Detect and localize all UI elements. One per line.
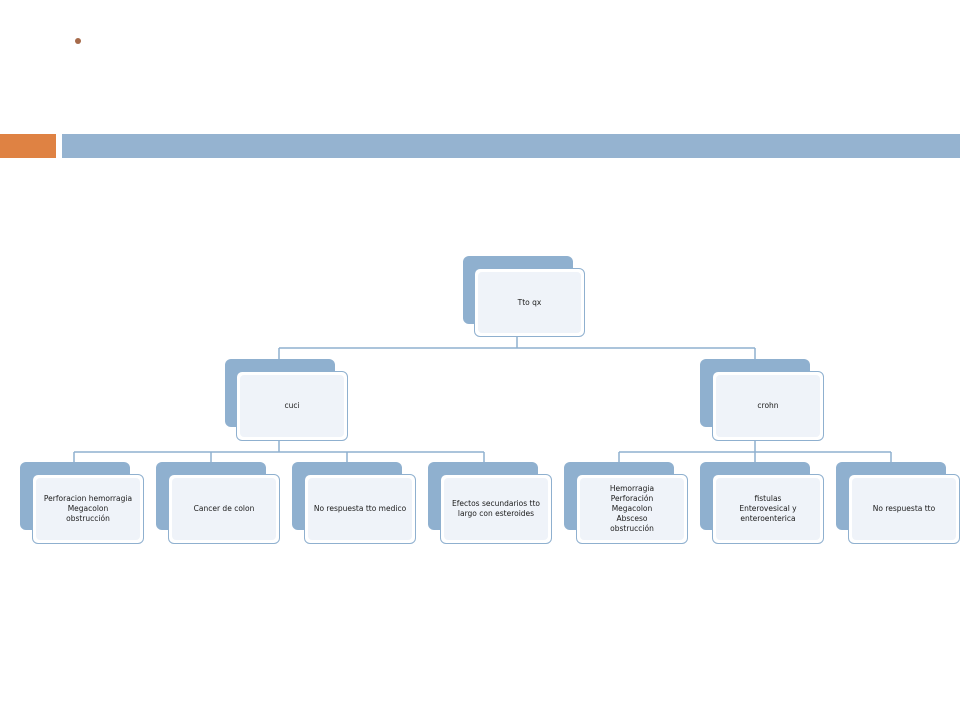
node-crohn-label: crohn [757, 401, 779, 410]
node-root-label: Tto qx [517, 297, 542, 307]
node-crohn-child-3: No respuesta tto [836, 462, 960, 544]
node-cuci-child-3-label: No respuesta tto medico [313, 504, 407, 513]
node-cuci-child-2-label: Cancer de colon [193, 504, 255, 513]
node-cuci-child-4: Efectos secundarios tto largo con estero… [428, 462, 552, 544]
node-cuci-child-4-label: Efectos secundarios tto largo con estero… [452, 499, 540, 518]
node-crohn: crohn [700, 359, 824, 441]
node-crohn-child-2-label: fistulas Enterovesical y enteroenterica [739, 494, 797, 523]
node-root: Tto qx [463, 256, 585, 337]
node-crohn-child-1: Hemorragia Perforación Megacolon Absceso… [564, 462, 688, 544]
node-cuci-child-2: Cancer de colon [156, 462, 280, 544]
node-cuci-child-1: Perforacion hemorragia Megacolon obstruc… [20, 462, 144, 544]
node-crohn-child-1-label: Hemorragia Perforación Megacolon Absceso… [609, 484, 655, 533]
node-crohn-child-2: fistulas Enterovesical y enteroenterica [700, 462, 824, 544]
node-cuci-label: cuci [284, 401, 300, 410]
node-cuci: cuci [225, 359, 348, 441]
node-cuci-child-1-label: Perforacion hemorragia Megacolon obstruc… [43, 494, 133, 523]
header-bar [62, 134, 960, 158]
node-cuci-child-3: No respuesta tto medico [292, 462, 416, 544]
header-accent-bar [0, 134, 56, 158]
node-crohn-child-3-label: No respuesta tto [872, 504, 936, 513]
bullet-dot-icon [75, 38, 81, 44]
